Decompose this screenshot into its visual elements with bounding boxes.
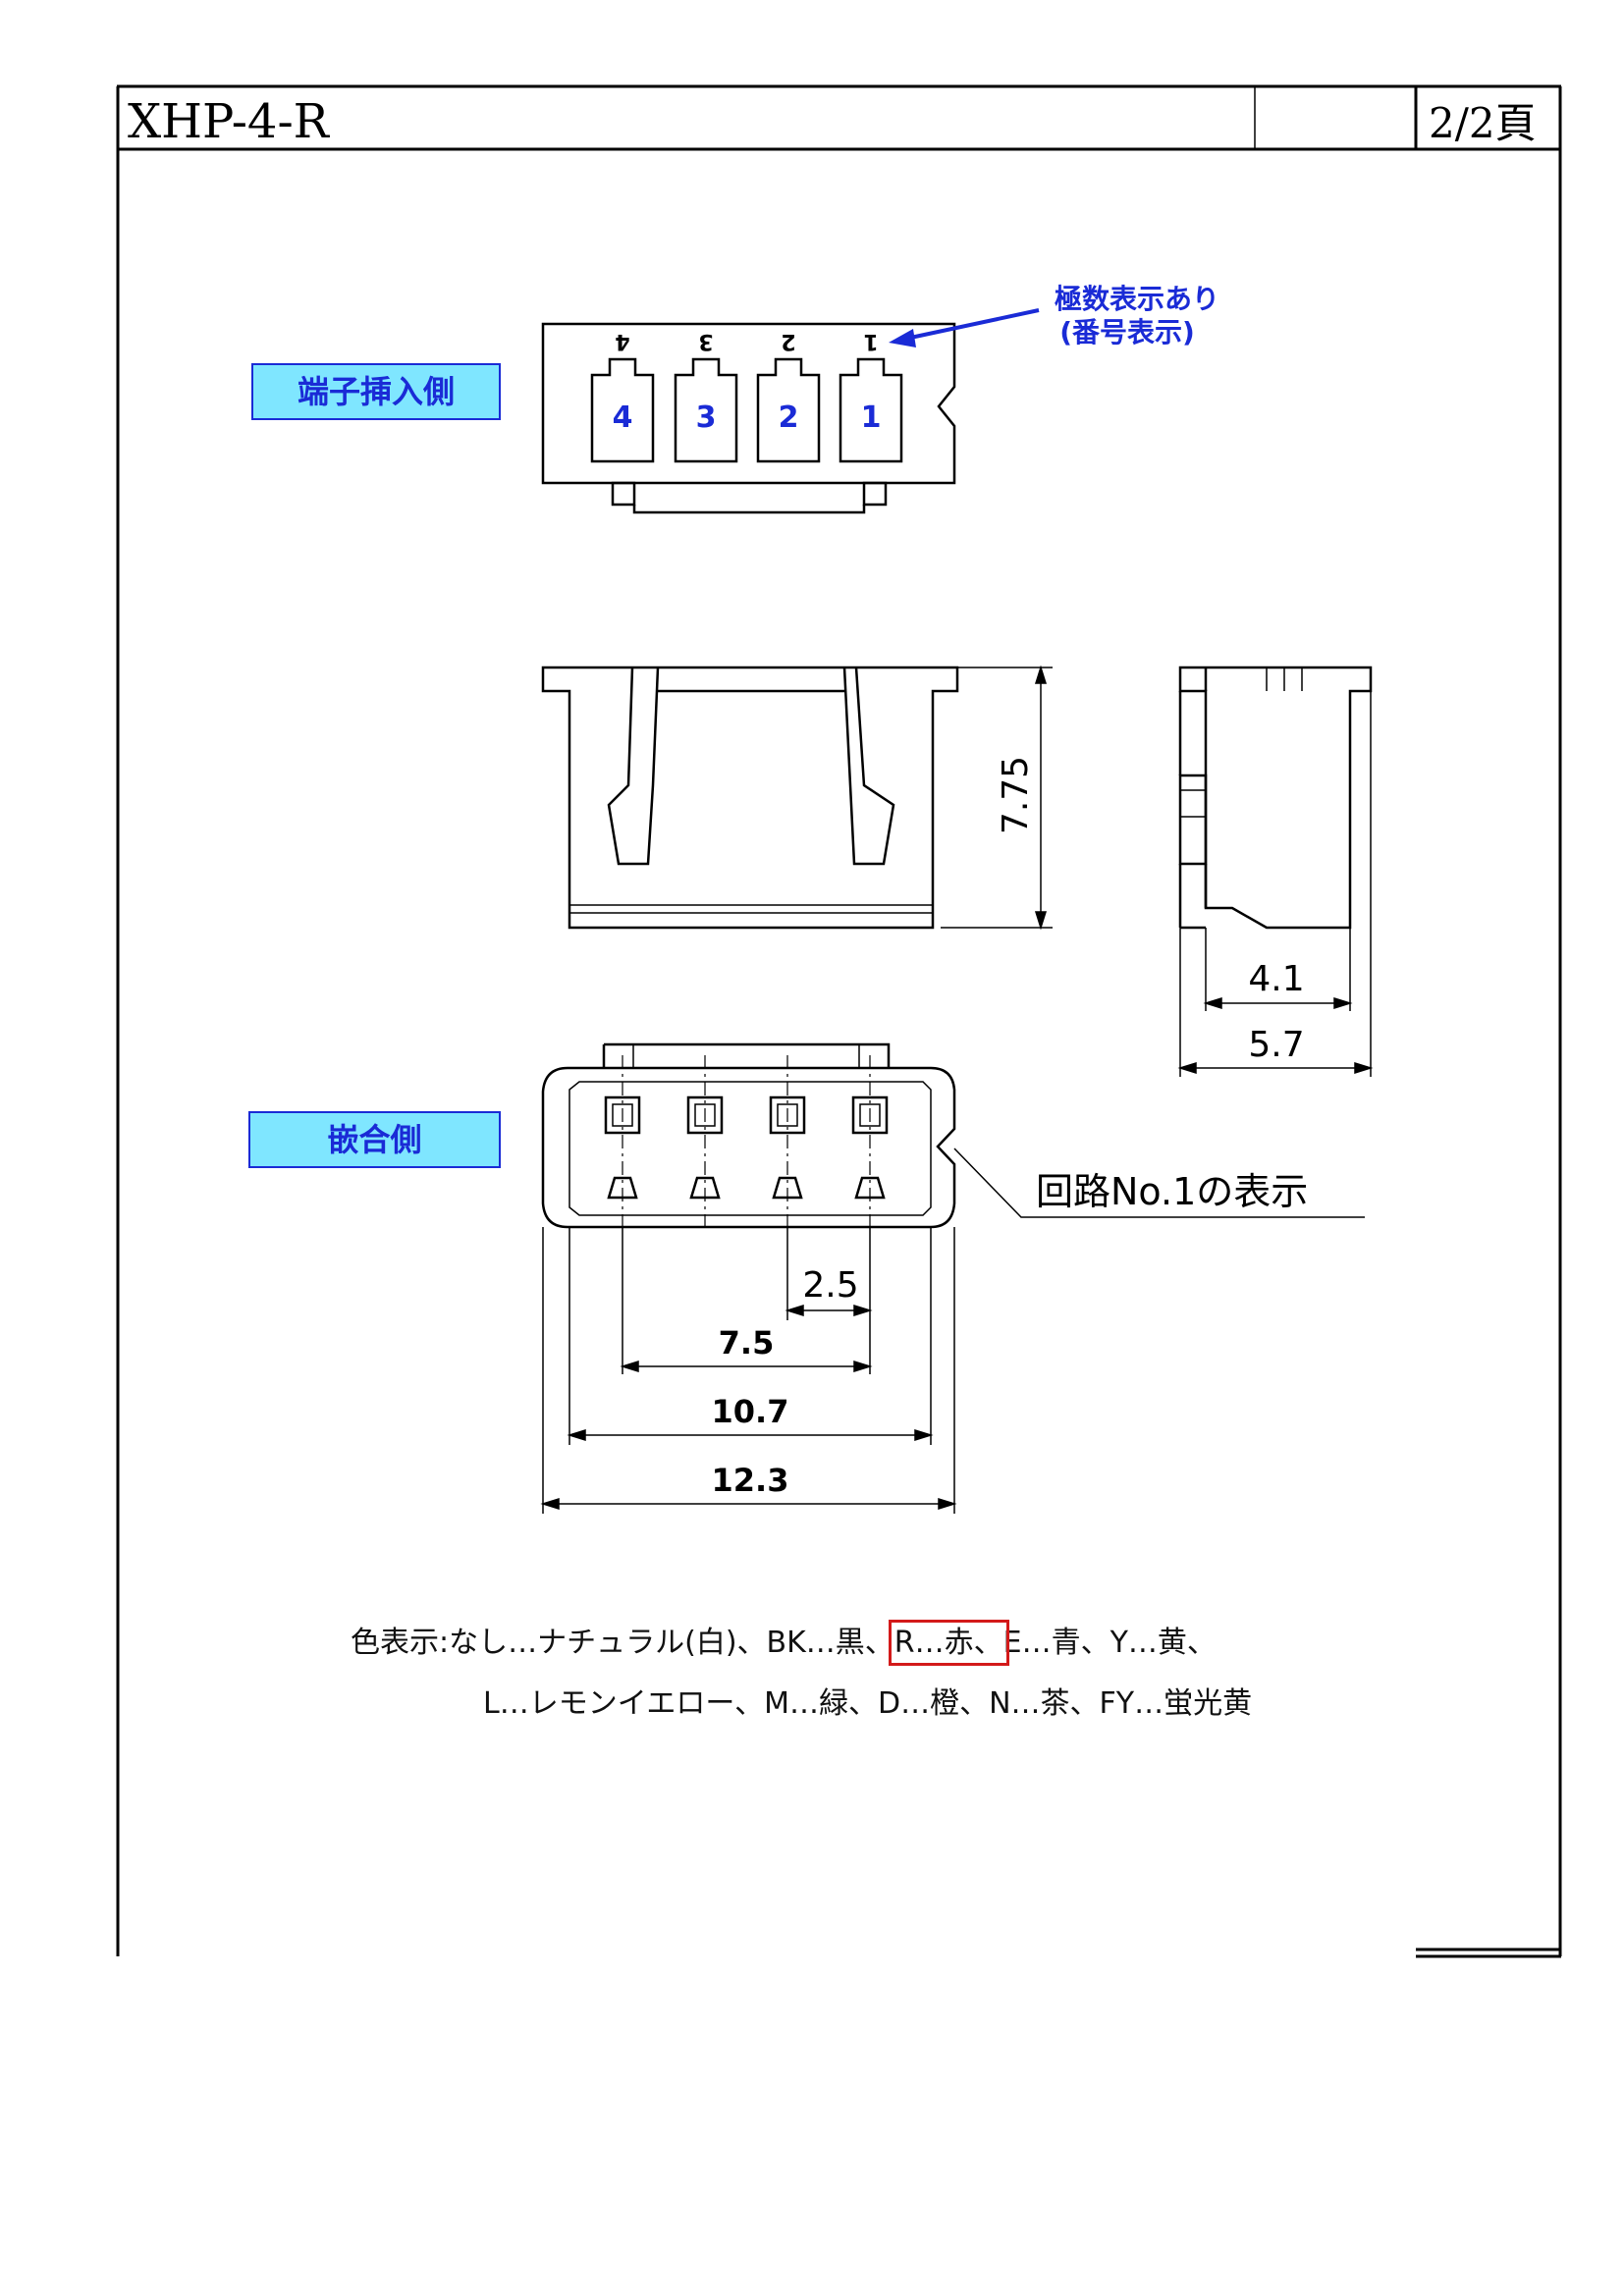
- color-codes-line1: 色表示:なし…ナチュラル(白)、BK…黒、R…赤、E…青、Y…黄、: [351, 1620, 1217, 1666]
- dim-height: 7.75: [996, 755, 1036, 835]
- pin-centerlines: [622, 1055, 871, 1227]
- dim-depth-inner: 4.1: [1248, 959, 1305, 999]
- pin-number-4: 4: [612, 400, 633, 435]
- dim-outer-width: 12.3: [711, 1462, 789, 1499]
- mating-side-label: 嵌合側: [248, 1111, 501, 1168]
- cavity-2: [756, 357, 821, 463]
- color-codes-part-a: なし…ナチュラル(白)、BK…黒、: [449, 1626, 894, 1660]
- color-codes-line2: L…レモンイエロー、M…緑、D…橙、N…茶、FY…蛍光黄: [483, 1686, 1253, 1721]
- top-pin-mark-2: 2: [781, 329, 796, 353]
- color-codes-part-b: E…青、Y…黄、: [1002, 1626, 1217, 1660]
- dim-inner-width: 10.7: [711, 1393, 789, 1430]
- pin-number-3: 3: [695, 400, 717, 435]
- polarity-arrow: [889, 308, 1040, 347]
- part-number: XHP-4-R: [128, 94, 329, 149]
- top-pin-mark-4: 4: [615, 329, 630, 353]
- title-frame: [116, 84, 1562, 1958]
- cavity-4: [590, 357, 655, 463]
- cavity-3: [674, 357, 738, 463]
- polarity-note-line2: (番号表示): [1059, 316, 1195, 348]
- top-pin-mark-1: 1: [863, 329, 879, 353]
- dim-pitch: 2.5: [802, 1265, 859, 1306]
- side-view: [1178, 666, 1373, 930]
- circuit-leader: [953, 1148, 1365, 1218]
- front-view: [541, 666, 959, 930]
- width-dimensions: [540, 1227, 957, 1514]
- contact-windows: [604, 1095, 889, 1135]
- dim-depth-outer: 5.7: [1248, 1025, 1305, 1065]
- pin-number-2: 2: [778, 400, 799, 435]
- cavity-1: [839, 357, 903, 463]
- polarity-note-line1: 極数表示あり: [1054, 283, 1219, 315]
- color-code-highlight: R…赤、: [888, 1620, 1009, 1666]
- dim-span: 7.5: [718, 1324, 775, 1362]
- depth-dimensions: [1177, 691, 1374, 1077]
- terminal-side-view: [541, 322, 956, 514]
- circuit-note: 回路No.1の表示: [1036, 1170, 1309, 1213]
- lance-windows: [607, 1176, 886, 1200]
- mating-side-view: [541, 1042, 956, 1229]
- height-dimension: [941, 665, 1053, 931]
- top-pin-mark-3: 3: [698, 329, 714, 353]
- pin-number-1: 1: [860, 400, 882, 435]
- page-number: 2/2頁: [1429, 99, 1537, 147]
- terminal-side-label: 端子挿入側: [251, 363, 501, 420]
- color-prefix: 色表示:: [351, 1626, 450, 1660]
